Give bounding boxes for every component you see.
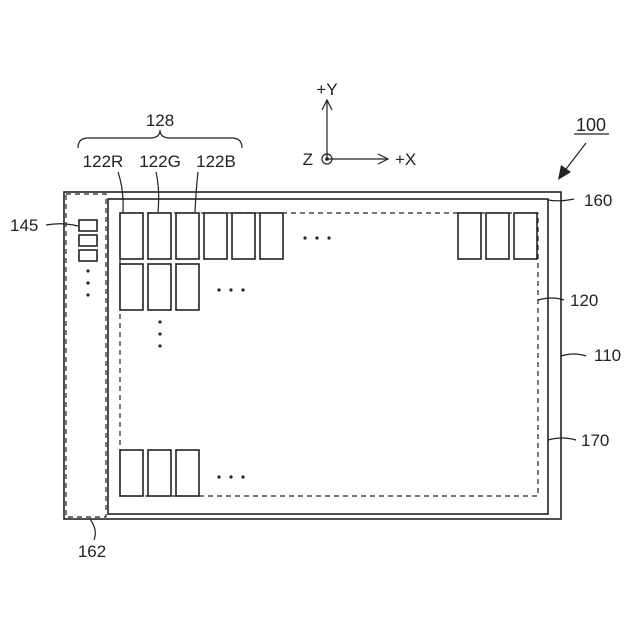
- subpixel-122B: [176, 213, 199, 259]
- subpixel-122G: [148, 213, 171, 259]
- leader-145: [46, 224, 78, 226]
- brace-128: [78, 130, 242, 148]
- vertical-ellipsis-dot: [158, 344, 161, 347]
- vertical-ellipsis-dot: [86, 293, 89, 296]
- ellipsis-dot: [229, 288, 232, 291]
- ref-170-label: 170: [581, 431, 609, 450]
- subpixel: [148, 450, 171, 496]
- ellipsis-dot: [229, 475, 232, 478]
- ellipsis-dot: [217, 288, 220, 291]
- ref-100-label: 100: [576, 115, 606, 135]
- leader-120: [538, 298, 564, 300]
- subpixel: [514, 213, 537, 259]
- ref-145-label: 145: [10, 216, 38, 235]
- vertical-ellipsis-dot: [86, 269, 89, 272]
- vertical-ellipsis-dot: [86, 281, 89, 284]
- ellipsis-dot: [327, 236, 330, 239]
- subpixel: [204, 213, 227, 259]
- subpixel: [176, 264, 199, 310]
- leader-170: [548, 438, 576, 440]
- ellipsis-dot: [241, 288, 244, 291]
- ref-162-label: 162: [78, 542, 106, 561]
- subpixel: [148, 264, 171, 310]
- ellipsis-dot: [315, 236, 318, 239]
- pad: [79, 250, 97, 261]
- pad: [79, 235, 97, 246]
- axis-z-label: Z: [303, 150, 313, 169]
- z-axis-dot: [325, 157, 329, 161]
- vertical-ellipsis-dot: [158, 320, 161, 323]
- coordinate-axes: +Y +X Z: [303, 80, 417, 169]
- ref-122G-label: 122G: [139, 152, 181, 171]
- subpixel: [232, 213, 255, 259]
- subpixel: [458, 213, 481, 259]
- pixel-row-top: [120, 213, 537, 259]
- pad-group-145: [79, 220, 97, 297]
- ref-160-label: 160: [584, 191, 612, 210]
- ref-100-arrowhead: [558, 165, 571, 180]
- pixel-row-bottom: [120, 450, 245, 496]
- axis-y-label: +Y: [316, 80, 337, 99]
- ref-110-label: 110: [594, 346, 621, 365]
- ellipsis-dot: [241, 475, 244, 478]
- region-170: [108, 199, 548, 514]
- ellipsis-dot: [303, 236, 306, 239]
- leader-162: [90, 519, 95, 540]
- ref-100-arrow-line: [563, 143, 586, 173]
- subpixel-122R: [120, 213, 143, 259]
- ellipsis-dot: [217, 475, 220, 478]
- subpixel: [176, 450, 199, 496]
- ref-128-label: 128: [146, 111, 174, 130]
- pixel-row-second: [120, 264, 245, 310]
- subpixel: [120, 264, 143, 310]
- axis-x-label: +X: [395, 150, 416, 169]
- subpixel: [260, 213, 283, 259]
- ref-122B-label: 122B: [196, 152, 236, 171]
- subpixel: [486, 213, 509, 259]
- leader-110: [561, 354, 586, 356]
- ref-122R-label: 122R: [83, 152, 124, 171]
- pad: [79, 220, 97, 231]
- ref-120-label: 120: [570, 291, 598, 310]
- vertical-ellipsis-dot: [158, 332, 161, 335]
- subpixel: [120, 450, 143, 496]
